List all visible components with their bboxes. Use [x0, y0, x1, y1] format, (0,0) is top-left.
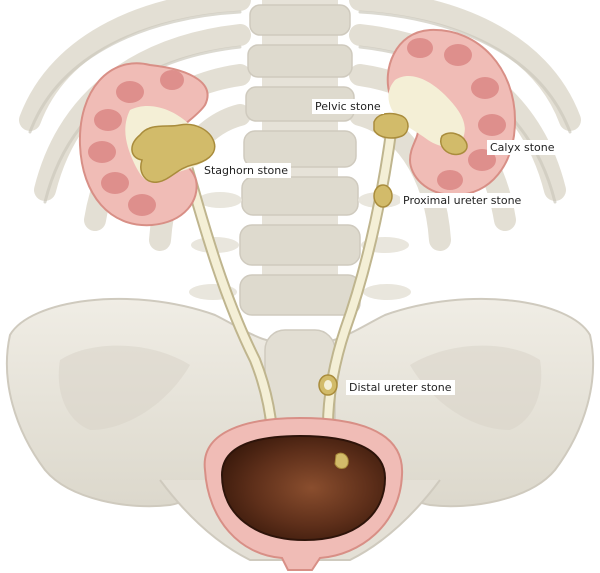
bladder — [203, 416, 404, 571]
bladder-stone — [334, 452, 349, 469]
label-distal-ureter-stone: Distal ureter stone — [346, 380, 455, 395]
staghorn-stone — [131, 123, 216, 183]
spine — [189, 0, 411, 316]
calyx-stone — [440, 132, 468, 156]
pelvic-stone — [373, 112, 409, 139]
label-pelvic-stone: Pelvic stone — [312, 99, 384, 114]
label-staghorn-stone: Staghorn stone — [201, 163, 292, 178]
label-proximal-ureter-stone: Proximal ureter stone — [400, 193, 525, 208]
left-kidney — [78, 62, 216, 227]
right-kidney — [373, 28, 517, 197]
label-calyx-stone: Calyx stone — [487, 140, 558, 155]
proximal-ureter-stone — [373, 184, 393, 208]
distal-ureter-stone — [318, 374, 338, 396]
